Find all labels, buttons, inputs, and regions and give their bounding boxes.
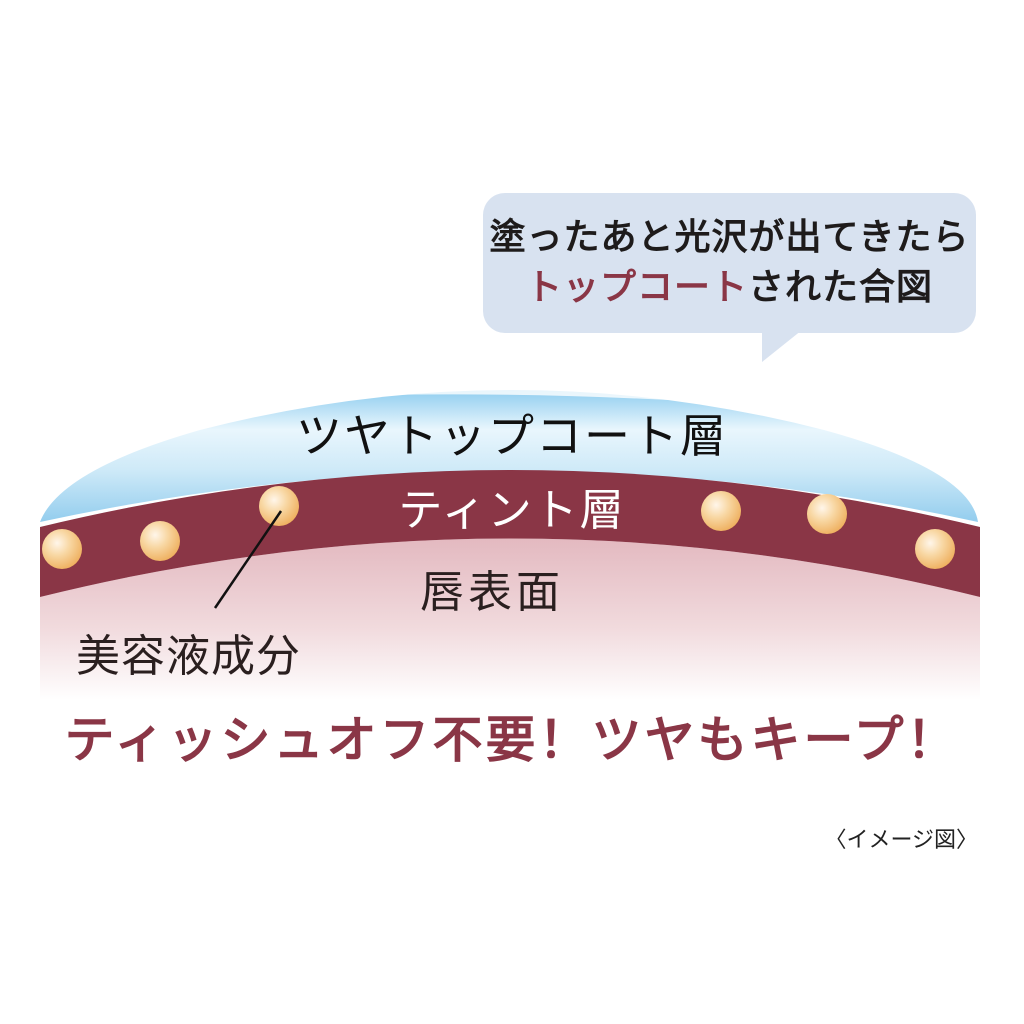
serum-sphere-icon: [701, 491, 741, 531]
lip-surface-layer: [40, 538, 980, 700]
serum-sphere-icon: [915, 529, 955, 569]
serum-ingredient-label: 美容液成分: [76, 631, 301, 682]
top-coat-layer-label: ツヤトップコート層: [296, 409, 728, 463]
callout-text: 塗ったあと光沢が出てきたら トップコートされた合図: [483, 213, 976, 313]
image-note: 〈イメージ図〉: [824, 828, 978, 853]
serum-sphere-icon: [140, 521, 180, 561]
tint-layer-label: ティント層: [398, 485, 626, 536]
callout-bubble-tail: [762, 330, 802, 362]
callout-line-2-rest: された合図: [748, 267, 934, 308]
serum-spheres: [42, 486, 955, 569]
serum-sphere-icon: [42, 529, 82, 569]
top-coat-highlight: [250, 384, 820, 410]
headline: ティッシュオフ不要！ツヤもキープ！: [64, 711, 960, 769]
top-coat-layer: [40, 390, 978, 522]
serum-sphere-icon: [807, 494, 847, 534]
callout-line-1: 塗ったあと光沢が出てきたら: [489, 217, 970, 258]
callout-bubble: [483, 193, 976, 333]
serum-sphere-icon: [259, 486, 299, 526]
callout-accent-text: トップコート: [525, 267, 748, 308]
callout-line-2: トップコートされた合図: [483, 263, 976, 313]
leader-line: [213, 510, 283, 609]
lip-surface-label: 唇表面: [420, 567, 564, 618]
